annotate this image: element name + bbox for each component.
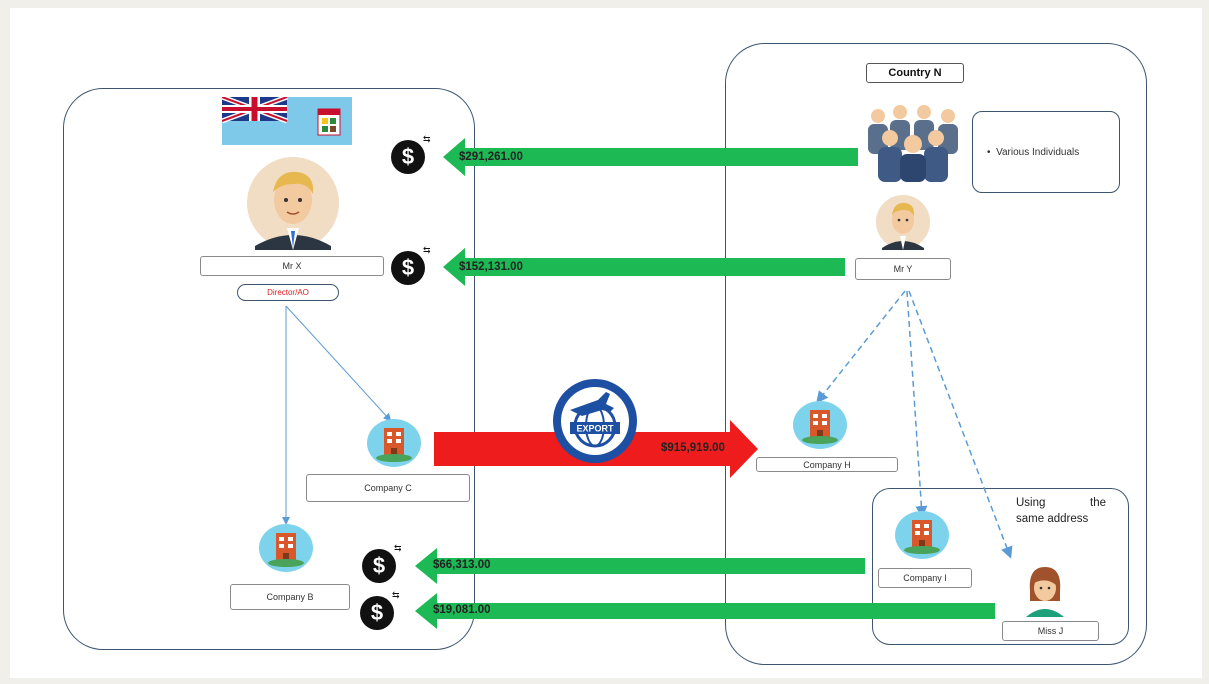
diagram-canvas: Mr X Director/AO	[10, 8, 1202, 678]
company-b-building-icon	[258, 523, 314, 573]
company-c-building-icon	[366, 418, 422, 468]
flow-amount-2: $152,131.00	[459, 261, 523, 273]
miss-j-avatar	[1014, 561, 1076, 617]
mr-y-label-box: Mr Y	[855, 258, 951, 280]
company-c-label-box: Company C	[306, 474, 470, 502]
mr-y-avatar	[872, 194, 934, 250]
link-mrx-companyc	[285, 305, 392, 422]
company-c-label: Company C	[364, 483, 412, 493]
various-individuals-box: • Various Individuals	[972, 111, 1120, 193]
export-globe-icon: EXPORT	[552, 378, 638, 464]
dollar-icon: $	[360, 596, 394, 630]
mr-x-avatar	[237, 156, 349, 250]
exchange-arrows-icon: ⇆	[423, 245, 431, 255]
company-h-label-box: Company H	[756, 457, 898, 472]
flow-amount-5: $19,081.00	[433, 604, 491, 616]
various-individuals-label: Various Individuals	[996, 146, 1080, 158]
flow-arrow-2	[443, 248, 845, 286]
country-n-title: Country N	[888, 67, 942, 79]
flow-amount-4: $66,313.00	[433, 559, 491, 571]
mr-y-label: Mr Y	[893, 264, 913, 274]
link-mry-missj	[908, 290, 1013, 559]
bullet-icon: •	[987, 146, 997, 158]
left-jurisdiction-panel	[63, 88, 475, 650]
export-text: EXPORT	[576, 424, 614, 434]
miss-j-label: Miss J	[1037, 626, 1064, 636]
link-mry-companyh	[816, 290, 906, 404]
flow-arrow-1	[443, 138, 858, 176]
role-badge: Director/AO	[237, 284, 339, 301]
company-b-label: Company B	[266, 592, 314, 602]
dollar-icon: $	[362, 549, 396, 583]
dollar-icon: $	[391, 140, 425, 174]
same-address-panel	[872, 488, 1129, 645]
individuals-group-icon	[862, 100, 964, 182]
flow-arrow-4	[415, 548, 865, 584]
same-address-line2: same address	[1016, 513, 1089, 525]
role-label: Director/AO	[267, 288, 309, 297]
exchange-arrows-icon: ⇆	[394, 543, 402, 553]
company-i-label: Company I	[903, 573, 947, 583]
exchange-arrows-icon: ⇆	[423, 134, 431, 144]
company-i-label-box: Company I	[878, 568, 972, 588]
flow-amount-1: $291,261.00	[459, 151, 523, 163]
exchange-arrows-icon: ⇆	[392, 590, 400, 600]
mr-x-label-box: Mr X	[200, 256, 384, 276]
same-address-line1: Using the	[1016, 497, 1106, 509]
country-n-panel	[725, 43, 1147, 665]
same-address-text: Using the same address	[1016, 495, 1106, 527]
miss-j-label-box: Miss J	[1002, 621, 1099, 641]
link-mry-companyi	[906, 290, 928, 518]
country-n-title-box: Country N	[866, 63, 964, 83]
flag-icon	[222, 97, 352, 145]
flow-amount-3: $915,919.00	[661, 442, 725, 454]
company-h-building-icon	[792, 400, 848, 450]
mr-x-label: Mr X	[282, 261, 302, 271]
company-b-label-box: Company B	[230, 584, 350, 610]
company-h-label: Company H	[803, 459, 851, 470]
flow-arrow-5	[415, 593, 995, 629]
dollar-icon: $	[391, 251, 425, 285]
company-i-building-icon	[894, 510, 950, 560]
